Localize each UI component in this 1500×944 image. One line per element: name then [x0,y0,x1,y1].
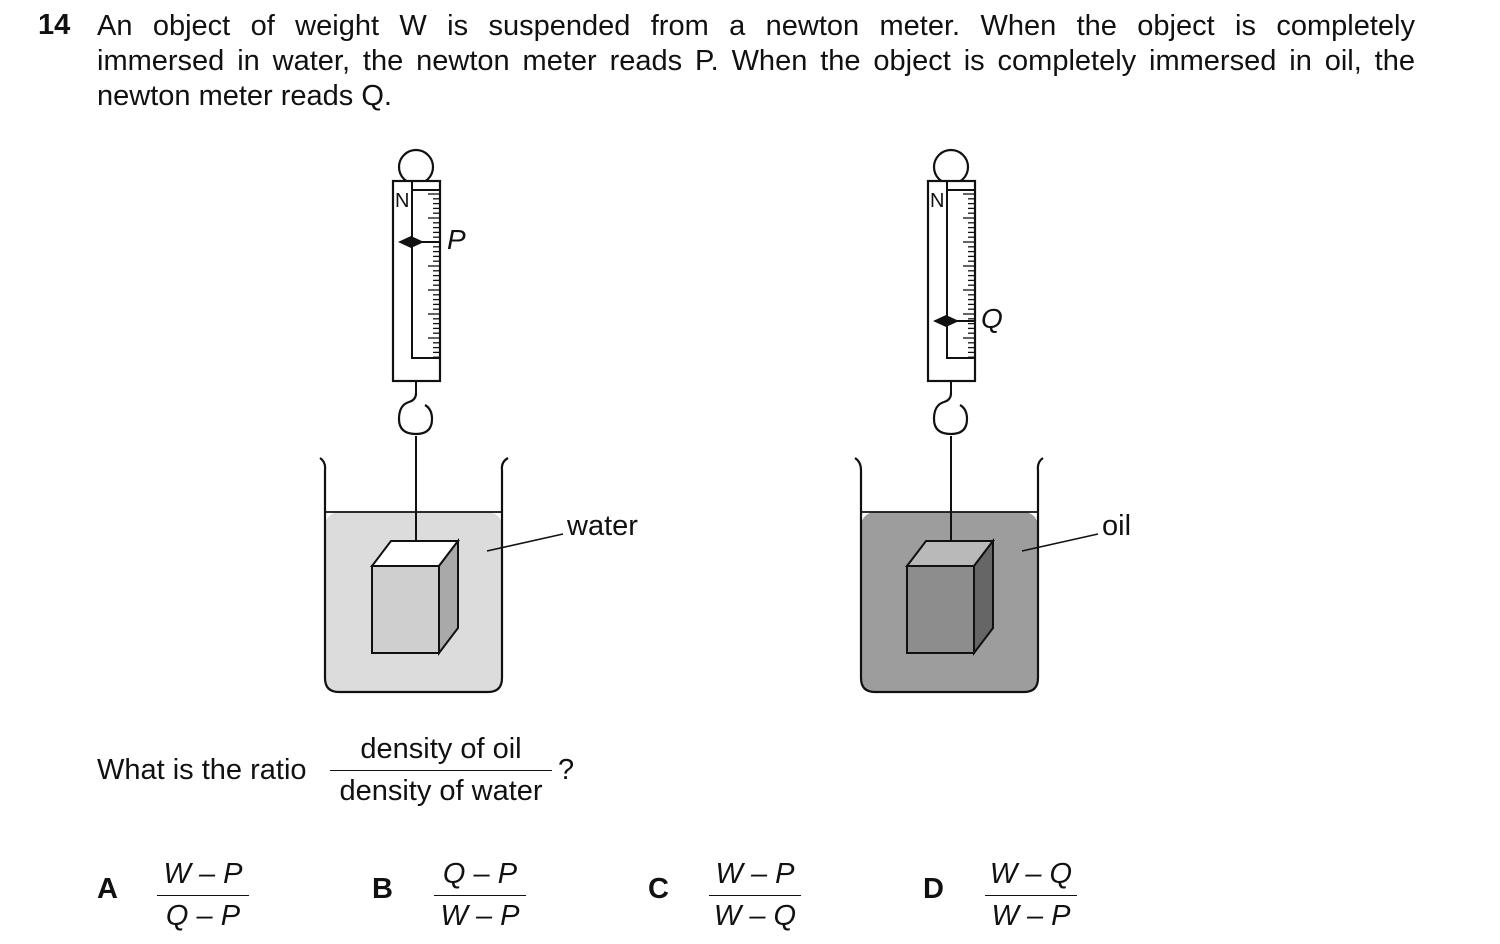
ratio-fraction-bar [330,770,552,771]
left-reading-label: P [447,224,466,255]
option-d-bar [985,895,1077,896]
right-meter-ring [932,148,970,186]
option-a-letter[interactable]: A [97,873,118,905]
option-c-fraction[interactable]: W – P W – Q [709,858,801,933]
option-a-denominator: Q – P [165,900,241,932]
left-pointer [398,236,424,248]
left-apparatus [319,148,564,694]
option-d-fraction[interactable]: W – Q W – P [985,858,1077,933]
oil-label: oil [1102,510,1132,542]
right-apparatus [854,148,1099,694]
option-a-numerator: W – P [163,858,243,890]
left-newton-meter [391,179,442,383]
ratio-denominator: density of water [339,775,543,807]
ratio-question-mark: ? [558,754,575,786]
option-c-bar [709,895,801,896]
ratio-fraction: density of oil density of water [330,733,552,808]
right-hook [932,392,969,436]
question-number: 14 [38,9,71,41]
water-label: water [567,510,638,542]
option-a-bar [157,895,249,896]
option-b-fraction[interactable]: Q – P W – P [434,858,526,933]
ratio-numerator: density of oil [360,733,522,765]
option-b-bar [434,895,526,896]
option-d-letter[interactable]: D [923,873,944,905]
option-a-fraction[interactable]: W – P Q – P [157,858,249,933]
option-c-letter[interactable]: C [648,873,669,905]
question-text-line-2: immersed in water, the newton meter read… [97,45,1415,77]
option-b-letter[interactable]: B [372,873,393,905]
left-hook [397,392,434,436]
option-b-denominator: W – P [440,900,520,932]
left-meter-unit: N [395,190,410,212]
water-block-front [371,565,440,654]
left-meter-ring [397,148,435,186]
right-beaker [854,457,1044,694]
right-reading-label: Q [981,303,1003,334]
option-d-numerator: W – Q [989,858,1073,890]
option-b-numerator: Q – P [442,858,518,890]
question-text-line-3: newton meter reads Q. [97,80,392,112]
ratio-prefix: What is the ratio [97,754,307,786]
question-text-line-1: An object of weight W is suspended from … [97,10,1415,42]
option-c-denominator: W – Q [713,900,797,932]
right-meter-unit: N [930,190,945,212]
oil-block-front [906,565,975,654]
left-beaker [319,457,509,694]
option-c-numerator: W – P [715,858,795,890]
right-newton-meter [926,179,977,383]
option-d-denominator: W – P [991,900,1071,932]
right-pointer [933,315,959,327]
